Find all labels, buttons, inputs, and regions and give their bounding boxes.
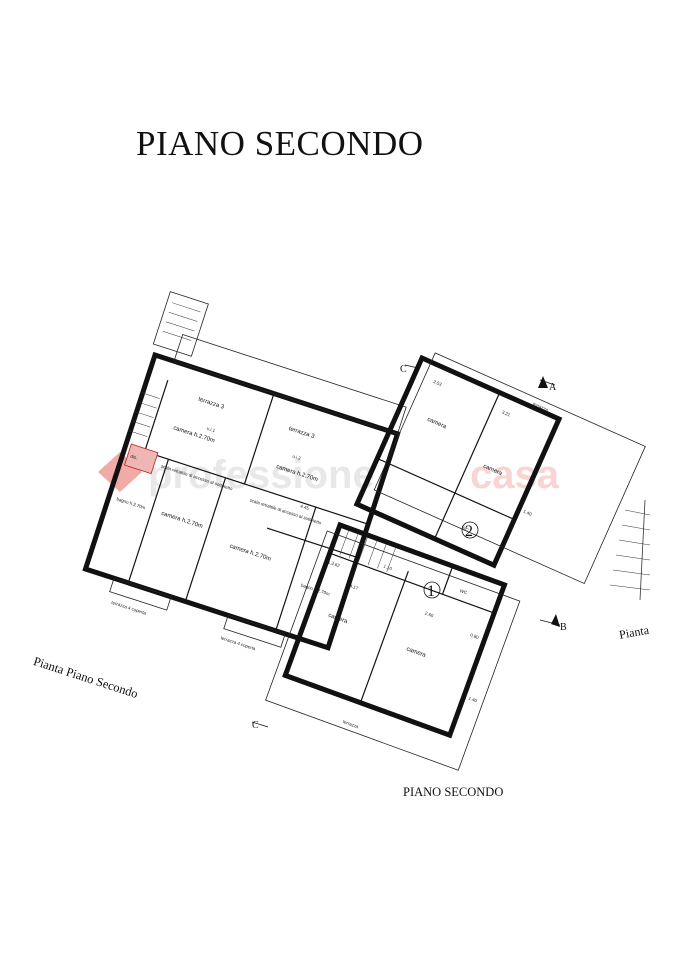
- section-marker-b: B: [539, 614, 567, 633]
- dim-label-6: 4.17: [349, 583, 359, 591]
- label-camera-h3: camera h.2.70m: [160, 511, 203, 530]
- svg-text:C: C: [252, 720, 259, 731]
- lower-terrace-outline: [265, 530, 521, 771]
- dim-label-10: 1.10: [383, 564, 393, 572]
- label-dis-1: dis.: [130, 454, 138, 461]
- dis-highlight: [124, 443, 159, 475]
- label-scala-2: scala retrattile di accesso al sottotett…: [249, 498, 322, 526]
- label-camera-r4: camera: [405, 646, 426, 659]
- svg-text:C: C: [400, 364, 407, 375]
- label-terrazza-3a: terrazza 3: [197, 397, 225, 411]
- label-camera-h4: camera h.2.70m: [229, 544, 272, 563]
- bottom-title: PIANO SECONDO: [403, 785, 504, 799]
- right-building-block: camera camera terrazza 2.53 3.21 1.40 WC: [353, 352, 646, 585]
- dim-label-8: 1.40: [468, 696, 478, 704]
- label-camera-r1: camera: [426, 417, 447, 431]
- label-terrazza-bottom: terrazza: [342, 719, 359, 729]
- section-marker-c-top: C: [400, 364, 419, 375]
- right-block-upper-wall: [353, 354, 563, 569]
- label-u11: u.i.1: [206, 426, 216, 434]
- label-terrazza-right: terrazza: [532, 401, 549, 412]
- terrace-3-outline: [173, 334, 407, 435]
- lower-building-block: camera camera WC terrazza 4.17 2.60 1.40…: [265, 521, 521, 771]
- adjacent-stair-partial: [609, 499, 651, 601]
- unit-marker-1: 1: [423, 581, 441, 600]
- watermark-text-b: casa: [470, 453, 560, 497]
- svg-text:2: 2: [465, 523, 473, 540]
- right-terrace-outline: [373, 352, 646, 585]
- label-wc-2: WC: [459, 588, 468, 596]
- svg-text:1: 1: [427, 583, 435, 600]
- dim-label-5: 2.60: [424, 611, 434, 619]
- label-wc-1: WC: [461, 525, 471, 533]
- page-title: PIANO SECONDO: [136, 124, 424, 163]
- label-u12: u.i.2: [292, 454, 302, 462]
- section-marker-c-bottom: C: [251, 720, 269, 731]
- svg-text:B: B: [560, 622, 567, 633]
- dim-label-4: 3.21: [501, 409, 511, 417]
- dim-label-2: 3.62: [331, 561, 341, 569]
- label-terrazza-3b: terrazza 3: [288, 426, 316, 440]
- svg-text:A: A: [549, 382, 557, 393]
- external-stair-top: [152, 291, 209, 357]
- dim-label-9: 0.80: [469, 632, 479, 640]
- section-marker-a: A: [538, 376, 557, 393]
- lower-block-wall: [282, 521, 508, 739]
- label-bagno-h1: bagno h.2.70m: [116, 496, 146, 510]
- dim-label-3: 2.53: [433, 379, 443, 387]
- terrace-4-outline-b: [223, 614, 286, 648]
- dim-label-7: 1.40: [523, 509, 533, 517]
- terrace-4-outline-a: [109, 577, 172, 611]
- unit-marker-2: 2: [461, 521, 479, 540]
- dim-label-1: 4.45: [300, 503, 310, 511]
